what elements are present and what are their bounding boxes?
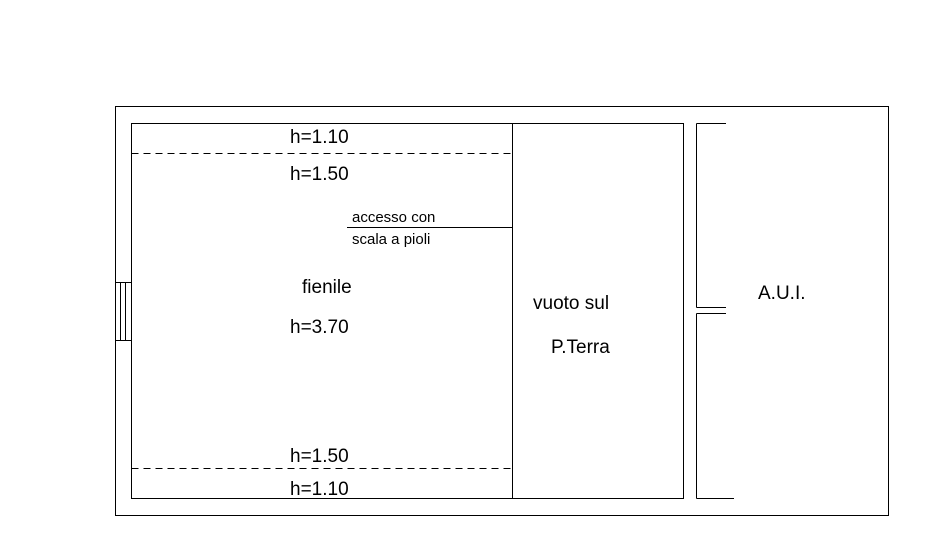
room-label-void-line1: vuoto sul: [533, 293, 609, 314]
room-label-void-line2: P.Terra: [551, 337, 610, 358]
height-label-top-edge: h=1.10: [290, 127, 349, 148]
access-note-line2: scala a pioli: [352, 231, 430, 248]
height-label-center: h=3.70: [290, 317, 349, 338]
height-label-bottom-edge: h=1.10: [290, 479, 349, 500]
access-note-line1: accesso con: [352, 209, 435, 226]
window: [115, 282, 132, 341]
height-label-bottom-inner: h=1.50: [290, 446, 349, 467]
height-label-top-inner: h=1.50: [290, 164, 349, 185]
room-label-other-unit: A.U.I.: [758, 283, 806, 304]
outer-wall: [115, 106, 889, 516]
room-label-hayloft: fienile: [302, 277, 352, 298]
